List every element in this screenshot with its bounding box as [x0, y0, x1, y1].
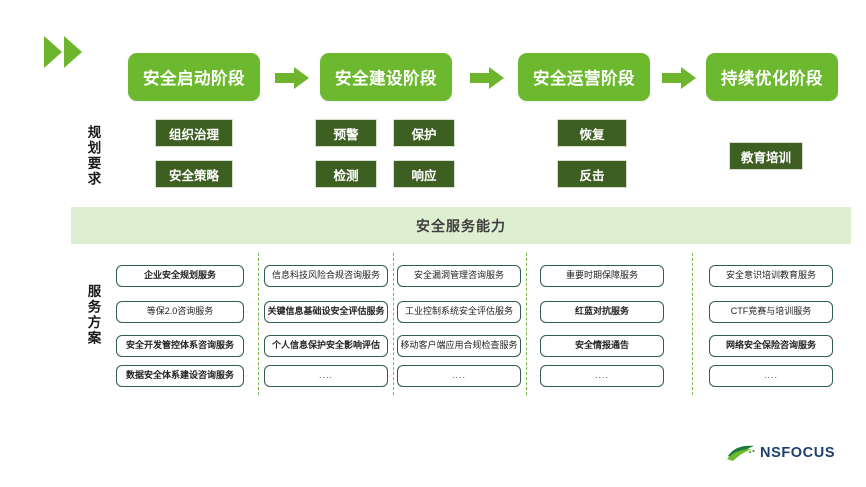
triangle-icon-1	[44, 36, 62, 68]
service-box-c1-r4[interactable]: 数据安全体系建设咨询服务	[116, 365, 244, 387]
service-box-c1-r3[interactable]: 安全开发管控体系咨询服务	[116, 335, 244, 357]
nsfocus-logo: NSFOCUS	[726, 441, 850, 465]
service-box-c4-r2[interactable]: 红蓝对抗服务	[540, 301, 664, 323]
service-box-c5-r1[interactable]: 安全意识培训教育服务	[709, 265, 833, 287]
service-box-c3-r1[interactable]: 安全漏洞管理咨询服务	[397, 265, 521, 287]
nsfocus-mark-icon	[727, 445, 755, 461]
service-box-c2-r4[interactable]: ....	[264, 365, 388, 387]
phase-box-1[interactable]: 安全启动阶段	[128, 53, 260, 101]
triangle-icon-2	[64, 36, 82, 68]
capability-banner: 安全服务能力	[71, 207, 851, 244]
service-box-c3-r4[interactable]: ....	[397, 365, 521, 387]
capability-box-6[interactable]: 响应	[393, 160, 455, 188]
service-box-c4-r4[interactable]: ....	[540, 365, 664, 387]
service-box-c1-r1[interactable]: 企业安全规划服务	[116, 265, 244, 287]
arrow-connector-1	[275, 67, 309, 89]
column-divider-3	[526, 253, 527, 395]
service-box-c3-r2[interactable]: 工业控制系统安全评估服务	[397, 301, 521, 323]
phase-box-4[interactable]: 持续优化阶段	[706, 53, 838, 101]
arrow-connector-3	[662, 67, 696, 89]
column-divider-2	[393, 253, 394, 395]
column-divider-4	[692, 253, 693, 395]
service-box-c3-r3[interactable]: 移动客户端应用合规检查服务	[397, 335, 521, 357]
row-label-services: 服务方案	[85, 284, 101, 346]
double-arrow-decoration	[44, 36, 88, 68]
nsfocus-wordmark: NSFOCUS	[760, 445, 836, 461]
service-box-c2-r2[interactable]: 关键信息基础设安全评估服务	[264, 301, 388, 323]
arrow-connector-2	[470, 67, 504, 89]
service-box-c5-r4[interactable]: ....	[709, 365, 833, 387]
phase-row: 安全启动阶段 安全建设阶段 安全运营阶段 持续优化阶段	[0, 53, 866, 103]
phase-box-3[interactable]: 安全运营阶段	[518, 53, 650, 101]
capability-box-7[interactable]: 恢复	[557, 119, 627, 147]
service-box-c5-r3[interactable]: 网络安全保险咨询服务	[709, 335, 833, 357]
row-label-planning: 规划要求	[85, 125, 101, 187]
capability-box-3[interactable]: 预警	[315, 119, 377, 147]
capability-box-9[interactable]: 教育培训	[729, 142, 803, 170]
capability-box-8[interactable]: 反击	[557, 160, 627, 188]
column-divider-1	[258, 253, 259, 395]
service-box-c2-r1[interactable]: 信息科技风险合规咨询服务	[264, 265, 388, 287]
service-box-c4-r3[interactable]: 安全情报通告	[540, 335, 664, 357]
service-box-c2-r3[interactable]: 个人信息保护安全影响评估	[264, 335, 388, 357]
capability-box-4[interactable]: 保护	[393, 119, 455, 147]
service-box-c1-r2[interactable]: 等保2.0咨询服务	[116, 301, 244, 323]
capability-box-1[interactable]: 组织治理	[155, 119, 233, 147]
capability-box-5[interactable]: 检测	[315, 160, 377, 188]
phase-box-2[interactable]: 安全建设阶段	[320, 53, 452, 101]
capability-box-2[interactable]: 安全策略	[155, 160, 233, 188]
service-box-c5-r2[interactable]: CTF竞赛与培训服务	[709, 301, 833, 323]
service-box-c4-r1[interactable]: 重要时期保障服务	[540, 265, 664, 287]
